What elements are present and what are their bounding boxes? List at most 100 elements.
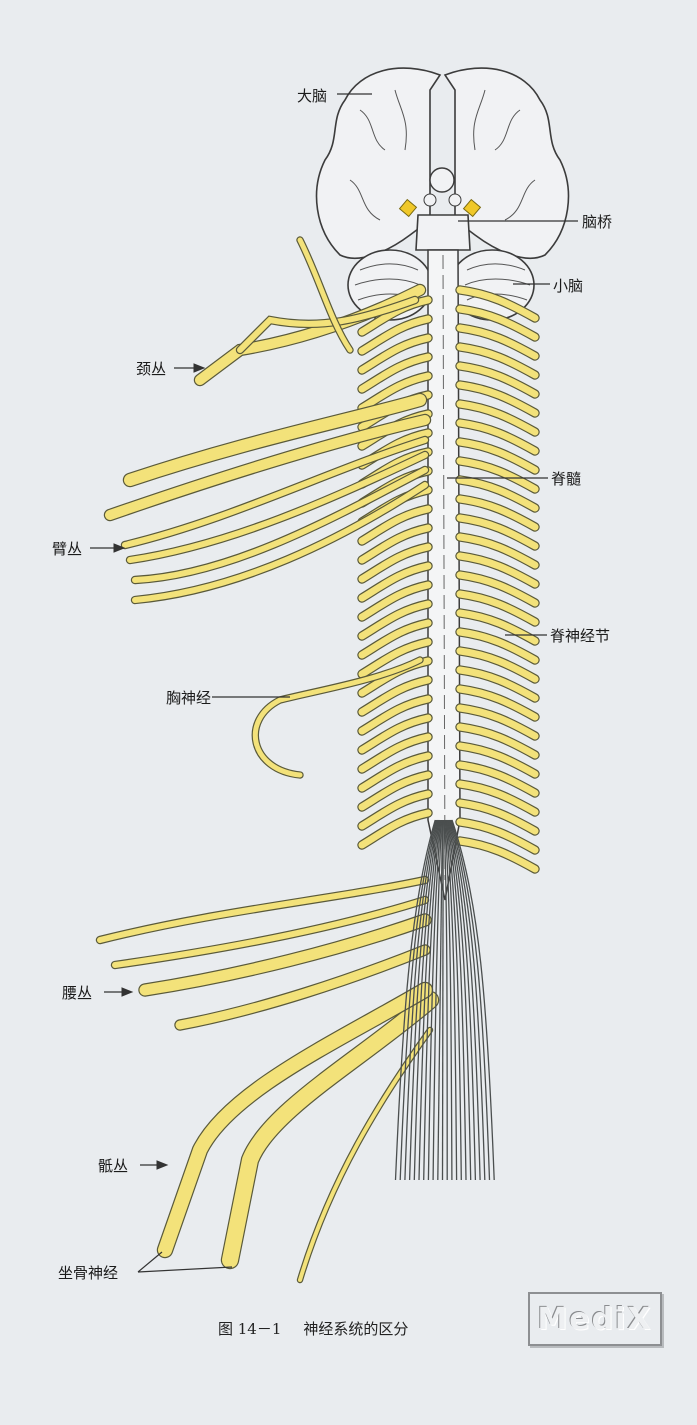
spinal-nerve-right bbox=[456, 552, 539, 588]
spinal-nerve-left bbox=[358, 372, 432, 412]
spinal-nerve-left bbox=[358, 581, 432, 621]
spinal-nerve-right bbox=[456, 704, 539, 740]
brachial-nerve bbox=[127, 452, 428, 563]
cauda-equina-fiber bbox=[441, 819, 445, 1181]
spinal-nerve-left bbox=[358, 809, 432, 849]
cauda-equina-fiber bbox=[450, 819, 491, 1181]
spinal-nerve-right bbox=[456, 723, 539, 759]
label-cerebellum: 小脑 bbox=[553, 277, 584, 295]
spinal-nerve-right bbox=[456, 438, 539, 474]
cauda-equina-fiber bbox=[451, 819, 495, 1181]
spinal-nerve-right bbox=[456, 457, 539, 493]
spinal-nerve-left bbox=[358, 600, 432, 640]
spinal-nerve-right bbox=[456, 799, 539, 835]
spinal-nerve-right bbox=[456, 647, 539, 683]
sciatic-nerve bbox=[158, 983, 432, 1257]
brachial-nerve bbox=[124, 394, 426, 486]
cauda-equina-fiber bbox=[448, 819, 481, 1181]
spinal-nerve-left bbox=[358, 353, 432, 393]
spinal-nerve-left bbox=[358, 771, 432, 811]
spinal-nerve-right bbox=[456, 343, 539, 379]
lumbar-nerve bbox=[175, 945, 430, 1030]
sciatic-nerve bbox=[222, 992, 438, 1268]
cauda-equina-fiber bbox=[445, 819, 462, 1181]
spinal-nerve-left bbox=[358, 296, 432, 336]
label-pons: 脑桥 bbox=[582, 213, 613, 231]
cauda-equina-fiber bbox=[437, 819, 444, 1181]
spinal-nerve-right bbox=[456, 742, 539, 778]
spinal-cord bbox=[427, 249, 461, 901]
cauda-equina-fiber bbox=[444, 819, 453, 1181]
cauda-equina bbox=[394, 819, 495, 1181]
label-spinal-ganglion: 脊神经节 bbox=[550, 627, 611, 645]
spinal-nerve-left bbox=[358, 733, 432, 773]
cauda-equina-fiber bbox=[444, 819, 458, 1181]
spinal-nerve-right bbox=[456, 590, 539, 626]
thoracic-nerve bbox=[252, 657, 423, 778]
cauda-equina-fiber bbox=[446, 819, 467, 1181]
cauda-equina-fiber bbox=[423, 819, 441, 1181]
cauda-equina-fiber bbox=[427, 819, 442, 1181]
spinal-nerve-right bbox=[456, 780, 539, 816]
spinal-nerve-right bbox=[456, 571, 539, 607]
cauda-equina-fiber bbox=[408, 819, 439, 1181]
spinal-nerve-right bbox=[456, 666, 539, 702]
cauda-equina-fiber bbox=[394, 819, 436, 1181]
spinal-nerve-right bbox=[456, 362, 539, 398]
spinal-nerve-right bbox=[456, 685, 539, 721]
label-thoracic-nerve: 胸神经 bbox=[166, 689, 212, 707]
spinal-nerve-right bbox=[456, 837, 539, 873]
spinal-nerve-left bbox=[358, 790, 432, 830]
spinal-nerve-right bbox=[456, 533, 539, 569]
cervical-plexus-nerve bbox=[195, 285, 425, 385]
leader-arrows bbox=[90, 363, 206, 1170]
spinal-nerve-right bbox=[456, 628, 539, 664]
cauda-equina-fiber bbox=[404, 819, 438, 1181]
spinal-nerve-right bbox=[456, 514, 539, 550]
cervical-branch bbox=[297, 237, 353, 353]
spinal-nerve-right bbox=[456, 286, 539, 322]
brachial-nerve bbox=[132, 482, 428, 603]
lumbar-nerve bbox=[139, 914, 431, 996]
spinal-nerve-left bbox=[358, 695, 432, 735]
brachial-nerve bbox=[105, 415, 430, 520]
caption-title: 神经系统的区分 bbox=[303, 1320, 409, 1338]
spinal-nerve-left bbox=[358, 505, 432, 545]
cauda-equina-fiber bbox=[418, 819, 440, 1181]
cauda-equina-fiber bbox=[443, 819, 448, 1181]
watermark-logo: MediX bbox=[528, 1292, 662, 1346]
label-brachial-plexus: 臂丛 bbox=[52, 540, 83, 558]
spinal-nerves bbox=[95, 236, 540, 1284]
spinal-nerve-right bbox=[456, 400, 539, 436]
spinal-nerve-right bbox=[456, 419, 539, 455]
cauda-equina-fiber bbox=[448, 819, 477, 1181]
spinal-nerve-right bbox=[456, 305, 539, 341]
label-lumbar-plexus: 腰丛 bbox=[62, 984, 93, 1002]
leader-lines bbox=[137, 93, 578, 1273]
label-spinal-cord: 脊髓 bbox=[551, 470, 582, 488]
spinal-nerve-left bbox=[358, 676, 432, 716]
cauda-equina-fiber bbox=[449, 819, 486, 1181]
spinal-nerve-right bbox=[456, 495, 539, 531]
spinal-nerve-right bbox=[456, 381, 539, 417]
sacral-branch bbox=[298, 1028, 432, 1282]
spinal-nerve-left bbox=[358, 714, 432, 754]
spinal-nerve-left bbox=[358, 562, 432, 602]
spinal-nerve-right bbox=[456, 324, 539, 360]
label-sciatic-nerve: 坐骨神经 bbox=[58, 1264, 119, 1282]
spinal-nerve-left bbox=[358, 334, 432, 374]
cauda-equina-fiber bbox=[432, 819, 443, 1181]
label-cervical-plexus: 颈丛 bbox=[136, 360, 167, 378]
label-cerebrum: 大脑 bbox=[297, 87, 328, 105]
cauda-equina-fiber bbox=[399, 819, 437, 1181]
figure-caption: 图 14－1 神经系统的区分 bbox=[218, 1318, 430, 1339]
spinal-nerve-left bbox=[358, 752, 432, 792]
spinal-nerve-right bbox=[456, 609, 539, 645]
pons bbox=[398, 198, 482, 251]
spinal-nerve-left bbox=[358, 638, 432, 678]
caption-number: 图 14－1 bbox=[218, 1320, 282, 1338]
cauda-equina-fiber bbox=[413, 819, 440, 1181]
spinal-nerve-left bbox=[358, 619, 432, 659]
